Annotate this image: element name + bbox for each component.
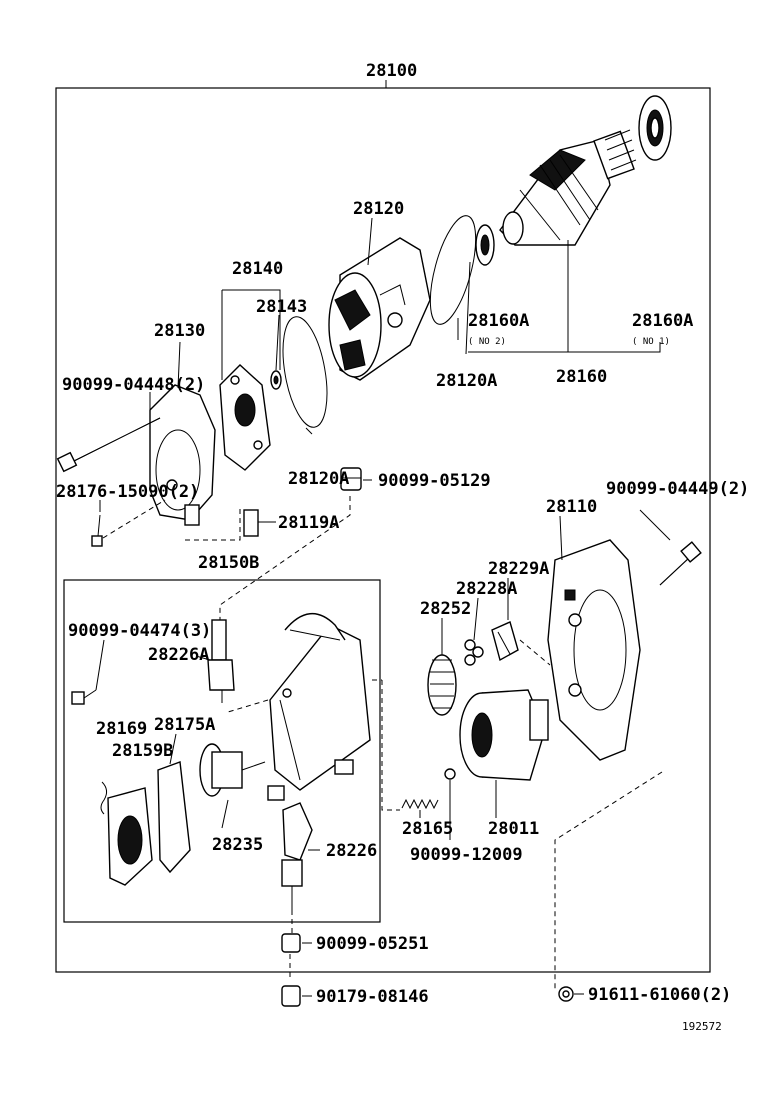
label-28228A: 28228A xyxy=(456,579,517,599)
label-90099-12009: 90099-12009 xyxy=(410,845,523,865)
label-90099-04448: 90099-04448(2) xyxy=(62,375,205,395)
brush-holder-28140 xyxy=(219,364,271,471)
note-no2: ( NO 2) xyxy=(468,337,506,347)
label-28120A-left: 28120A xyxy=(288,469,349,489)
label-28143: 28143 xyxy=(256,297,307,317)
o-ring-28120A-right xyxy=(429,215,477,325)
label-28011: 28011 xyxy=(488,819,539,839)
label-90099-04474: 90099-04474(3) xyxy=(68,621,211,641)
label-28235: 28235 xyxy=(212,835,263,855)
note-no1: ( NO 1) xyxy=(632,337,670,347)
housing-28110 xyxy=(547,539,641,761)
plunger-28235 xyxy=(199,743,266,797)
label-90099-05251: 90099-05251 xyxy=(316,934,429,954)
label-28229A: 28229A xyxy=(488,559,549,579)
end-frame-28130 xyxy=(149,384,216,526)
leader-lines xyxy=(95,217,661,997)
label-90179-08146: 90179-08146 xyxy=(316,987,429,1007)
terminal-28119A xyxy=(243,509,272,537)
label-28169: 28169 xyxy=(96,719,147,739)
armature-28160 xyxy=(499,129,637,246)
clip-28169 xyxy=(100,781,108,815)
contact-28226A xyxy=(207,619,235,703)
label-28165: 28165 xyxy=(402,819,453,839)
bearing-28160A-no2 xyxy=(475,224,495,266)
label-28226: 28226 xyxy=(326,841,377,861)
retainer-28229A xyxy=(491,621,519,662)
label-28160A-no1: 28160A xyxy=(632,311,693,331)
label-28120: 28120 xyxy=(353,199,404,219)
nut-90099-05129 xyxy=(340,467,372,491)
label-28252: 28252 xyxy=(420,599,471,619)
label-28160A-no2: 28160A xyxy=(468,311,529,331)
label-28226A: 28226A xyxy=(148,645,209,665)
label-28159B: 28159B xyxy=(112,741,173,761)
bearing-28143 xyxy=(270,370,282,390)
label-28120A-right: 28120A xyxy=(436,371,497,391)
through-bolt-90099-04448 xyxy=(56,417,161,473)
label-90099-05129: 90099-05129 xyxy=(378,471,491,491)
bolt-90099-04449 xyxy=(659,541,702,586)
cover-28159B xyxy=(107,787,153,886)
label-28130: 28130 xyxy=(154,321,205,341)
bearing-28160A-no1 xyxy=(638,95,672,161)
nut-90099-05251 xyxy=(281,933,301,953)
switch-subassembly-frame xyxy=(63,579,381,923)
assembly-frame xyxy=(55,87,711,973)
figure-code: 192572 xyxy=(682,1020,722,1033)
label-90099-04449: 90099-04449(2) xyxy=(606,479,749,499)
yoke-28120 xyxy=(328,237,431,381)
nut-90179-08146 xyxy=(281,985,301,1007)
label-91611-61060: 91611-61060(2) xyxy=(588,985,731,1005)
label-28100: 28100 xyxy=(366,61,417,81)
contact-28226 xyxy=(281,802,313,910)
clutch-28011 xyxy=(459,689,549,781)
ball-90099-12009 xyxy=(444,768,456,780)
screw-28176-15090 xyxy=(91,514,103,547)
idler-gear-28252 xyxy=(427,654,457,716)
gasket-28175A xyxy=(157,761,191,874)
label-28150B: 28150B xyxy=(198,553,259,573)
label-28175A: 28175A xyxy=(154,715,215,735)
o-ring-28120A-left xyxy=(282,316,328,428)
label-28119A: 28119A xyxy=(278,513,339,533)
label-28160: 28160 xyxy=(556,367,607,387)
spring-28165 xyxy=(401,798,439,810)
label-28110: 28110 xyxy=(546,497,597,517)
label-28176-15090: 28176-15090(2) xyxy=(56,482,199,502)
label-28140: 28140 xyxy=(232,259,283,279)
screw-90099-04474 xyxy=(71,689,97,705)
solenoid-housing xyxy=(267,612,371,801)
rollers-28228A xyxy=(464,639,484,666)
